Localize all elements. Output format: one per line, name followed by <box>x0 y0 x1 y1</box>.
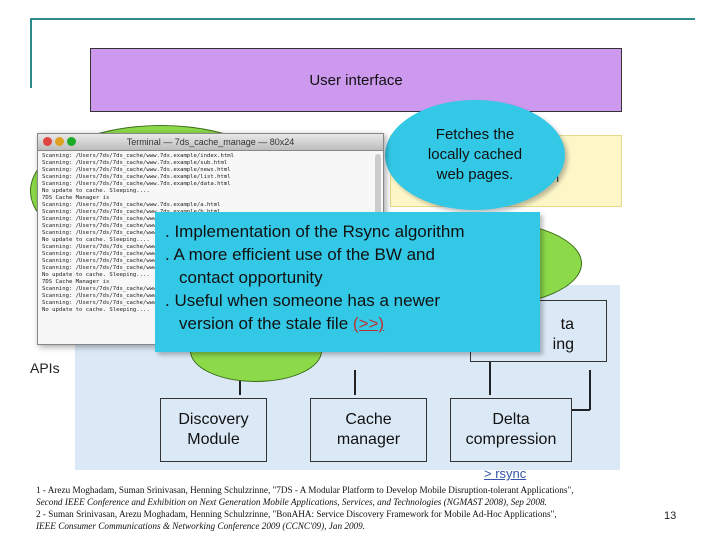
slide-top-rule <box>30 18 695 20</box>
terminal-line: Scanning: /Users/7ds/7ds_cache/www.7ds.e… <box>42 258 221 264</box>
footnote-1-authors: 1 - Arezu Moghadam, Suman Srinivasan, He… <box>36 485 574 495</box>
apis-label: APIs <box>30 360 60 376</box>
terminal-title: Terminal — 7ds_cache_manage — 80x24 <box>126 137 295 147</box>
terminal-line: Scanning: /Users/7ds/7ds_cache/www.7ds.e… <box>42 216 221 222</box>
discovery-module-box: Discovery Module <box>160 398 267 462</box>
cache-manager-label: Cache manager <box>336 411 401 448</box>
terminal-line: 7DS Cache Manager is <box>42 279 110 285</box>
footnote-2-venue: IEEE Consumer Communications & Networkin… <box>36 521 366 531</box>
fetch-callout: Fetches the locally cached web pages. <box>385 100 565 210</box>
terminal-line: No update to cache. Sleeping.... <box>42 188 150 194</box>
terminal-line: Scanning: /Users/7ds/7ds_cache/www.7ds.e… <box>42 223 221 229</box>
footnote-2-authors: 2 - Suman Srinivasan, Arezu Moghadam, He… <box>36 509 557 519</box>
terminal-titlebar: Terminal — 7ds_cache_manage — 80x24 <box>38 134 383 151</box>
terminal-line: Scanning: /Users/7ds/7ds_cache/www.7ds.e… <box>42 153 234 159</box>
terminal-line: Scanning: /Users/7ds/7ds_cache/www.7ds.e… <box>42 286 221 292</box>
rsync-bullet-5: version of the stale file <box>179 314 353 333</box>
terminal-line: Scanning: /Users/7ds/7ds_cache/www.7ds.e… <box>42 230 221 236</box>
terminal-line: Scanning: /Users/7ds/7ds_cache/www.7ds.e… <box>42 181 231 187</box>
terminal-line: Scanning: /Users/7ds/7ds_cache/www.7ds.e… <box>42 265 221 271</box>
user-interface-box: User interface <box>90 48 622 112</box>
delta-routing-label-a: ta <box>560 316 574 333</box>
delta-routing-label-b: ing <box>552 336 574 353</box>
rsync-bullet-3: contact opportunity <box>179 268 323 287</box>
terminal-output: Scanning: /Users/7ds/7ds_cache/www.7ds.e… <box>38 151 383 316</box>
minimize-icon[interactable] <box>55 137 64 146</box>
terminal-line: Scanning: /Users/7ds/7ds_cache/www.7ds.e… <box>42 160 228 166</box>
terminal-line: Scanning: /Users/7ds/7ds_cache/www.7ds.e… <box>42 209 221 215</box>
terminal-line: Scanning: /Users/7ds/7ds_cache/www.7ds.e… <box>42 293 221 299</box>
cache-manager-box: Cache manager <box>310 398 427 462</box>
terminal-line: No update to cache. Sleeping.... <box>42 307 150 313</box>
zoom-icon[interactable] <box>67 137 76 146</box>
terminal-line: Scanning: /Users/7ds/7ds_cache/www.7ds.e… <box>42 251 221 257</box>
terminal-line: 7DS Cache Manager is <box>42 195 110 201</box>
delta-compression-box: Delta compression <box>450 398 572 462</box>
rsync-more-link[interactable]: (>>) <box>352 314 385 333</box>
terminal-line: Scanning: /Users/7ds/7ds_cache/www.7ds.e… <box>42 300 221 306</box>
terminal-line: No update to cache. Sleeping.... <box>42 272 150 278</box>
terminal-line: No update to cache. Sleeping.... <box>42 237 150 243</box>
rsync-bullet-2: . A more efficient use of the BW and <box>165 245 435 264</box>
fetch-callout-text: Fetches the locally cached web pages. <box>427 126 523 183</box>
rsync-callout: . Implementation of the Rsync algorithm … <box>155 212 540 352</box>
rsync-bullet-1: . Implementation of the Rsync algorithm <box>165 222 465 241</box>
terminal-line: Scanning: /Users/7ds/7ds_cache/www.7ds.e… <box>42 167 231 173</box>
page-number: 13 <box>664 510 677 522</box>
rsync-reference-link[interactable]: > rsync <box>484 466 527 481</box>
rsync-bullet-4: . Useful when someone has a newer <box>165 291 440 310</box>
user-interface-label: User interface <box>309 71 403 89</box>
footnotes: 1 - Arezu Moghadam, Suman Srinivasan, He… <box>36 484 676 532</box>
close-icon[interactable] <box>43 137 52 146</box>
terminal-line: Scanning: /Users/7ds/7ds_cache/www.7ds.e… <box>42 174 231 180</box>
terminal-line: Scanning: /Users/7ds/7ds_cache/www.7ds.e… <box>42 244 221 250</box>
terminal-line: Scanning: /Users/7ds/7ds_cache/www.7ds.e… <box>42 202 221 208</box>
footnote-1-venue: Second IEEE Conference and Exhibition on… <box>36 497 547 507</box>
discovery-module-label: Discovery Module <box>178 411 249 448</box>
delta-compression-label: Delta compression <box>465 411 557 448</box>
slide-left-rule <box>30 18 32 88</box>
